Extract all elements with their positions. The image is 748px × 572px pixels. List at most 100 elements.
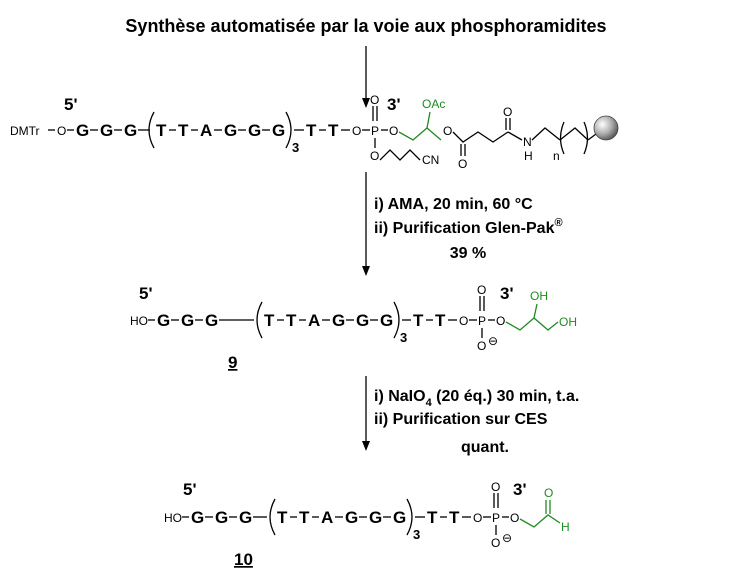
c10-nucleotide-T-3: T (427, 508, 438, 527)
compound-10: 5' 3' H O G G G T T A G G G 3 T T O P O (164, 480, 570, 550)
amide-h: H (524, 149, 533, 163)
arrow-2 (362, 172, 370, 276)
repeat-count-2: 3 (400, 330, 407, 345)
solid-support-bead (593, 115, 619, 141)
c10-phosphorus: P (492, 511, 500, 525)
step1-conditions-line1: i) AMA, 20 min, 60 °C (374, 196, 533, 213)
nucleotide-G-6: G (272, 121, 285, 140)
repeat-bracket-close-2 (393, 301, 400, 339)
nucleotide-G-4: G (224, 121, 237, 140)
linker-n-subscript: n (553, 149, 560, 163)
c10-aldehyde-o: O (544, 486, 553, 500)
amide-carbonyl-o: O (503, 105, 512, 119)
c10-nucleotide-G-2: G (215, 508, 228, 527)
c9-nucleotide-T-2: T (286, 311, 297, 330)
compound-10-label: 10 (234, 550, 253, 569)
oac-label: OAc (422, 97, 445, 111)
repeat-count-3: 3 (413, 527, 420, 542)
step2-conditions-line1: i) NaIO4 (20 éq.) 30 min, t.a. (374, 388, 579, 409)
c9-nucleotide-G-6: G (380, 311, 393, 330)
c9-nucleotide-A: A (308, 311, 320, 330)
step1-conditions-line2: ii) Purification Glen-Pak® (374, 217, 563, 237)
repeat-bracket-close-3 (406, 498, 413, 536)
c9-nucleotide-G-1: G (157, 311, 170, 330)
nucleotide-A: A (200, 121, 212, 140)
linker-bracket-open (559, 121, 565, 155)
compound-9: 5' 3' HO G G G T T A G G G 3 T T O P O (130, 283, 577, 353)
five-prime-label-1: 5' (64, 95, 78, 114)
c10-p-o-minus: O (491, 536, 500, 550)
c10-nucleotide-A: A (321, 508, 333, 527)
arrow-3 (362, 376, 370, 451)
c10-minus-charge: ⊖ (502, 531, 512, 545)
repeat-count-1: 3 (292, 140, 299, 155)
c10-nucleotide-G-1: G (191, 508, 204, 527)
registered-mark: ® (554, 217, 562, 229)
ho-5prime-2: HO (130, 314, 148, 328)
c9-minus-charge: ⊖ (488, 334, 498, 348)
three-prime-label-2: 3' (500, 284, 514, 303)
c10-nucleotide-T-4: T (449, 508, 460, 527)
nucleotide-T-4: T (328, 121, 339, 140)
o-ester: O (443, 124, 452, 138)
step2-yield: quant. (461, 439, 509, 456)
c9-nucleotide-T-4: T (435, 311, 446, 330)
nucleotide-G-3: G (124, 121, 137, 140)
c10-nucleotide-G-3: G (239, 508, 252, 527)
three-prime-label-1: 3' (387, 95, 401, 114)
o-5prime-1: O (57, 124, 66, 138)
nucleotide-G-1: G (76, 121, 89, 140)
nucleotide-T-1: T (156, 121, 167, 140)
c10-nucleotide-G-6: G (393, 508, 406, 527)
c9-o-glycerol: O (496, 314, 505, 328)
arrow-1 (362, 46, 370, 108)
c9-phosphorus: P (478, 314, 486, 328)
o-3prime-1: O (352, 124, 361, 138)
c10-p-oxo: O (491, 480, 500, 494)
three-prime-label-3: 3' (513, 480, 527, 499)
c10-nucleotide-T-2: T (299, 508, 310, 527)
compound-9-label: 9 (228, 353, 237, 372)
c9-o-3prime: O (459, 314, 468, 328)
c10-o-3prime: O (473, 511, 482, 525)
c9-nucleotide-G-3: G (205, 311, 218, 330)
step1-yield: 39 % (450, 245, 486, 262)
cyano-label: CN (422, 153, 439, 167)
nucleotide-G-5: G (248, 121, 261, 140)
repeat-bracket-open-3 (269, 498, 276, 536)
c10-nucleotide-G-4: G (345, 508, 358, 527)
c9-nucleotide-T-1: T (264, 311, 275, 330)
starting-material: 5' 3' DMTr O G G G T T A G G G 3 T T O P (10, 93, 619, 171)
c10-nucleotide-G-5: G (369, 508, 382, 527)
c9-nucleotide-T-3: T (413, 311, 424, 330)
nucleotide-T-2: T (178, 121, 189, 140)
ester-carbonyl-o: O (458, 157, 467, 171)
p-oxo-1: O (370, 93, 379, 107)
c9-nucleotide-G-5: G (356, 311, 369, 330)
repeat-bracket-open-2 (256, 301, 263, 339)
repeat-bracket-close-1 (285, 111, 292, 149)
c10-o-aldehyde-chain: O (510, 511, 519, 525)
repeat-bracket-open-1 (148, 111, 155, 149)
c9-p-o-minus: O (477, 339, 486, 353)
five-prime-label-2: 5' (139, 284, 153, 303)
c9-nucleotide-G-4: G (332, 311, 345, 330)
amide-n: N (523, 135, 532, 149)
five-prime-label-3: 5' (183, 480, 197, 499)
c9-oh-primary: OH (559, 315, 577, 329)
c9-oh-secondary: OH (530, 289, 548, 303)
phosphorus-1: P (371, 124, 379, 138)
c10-aldehyde-h: H (561, 520, 570, 534)
p-o-cyanoethyl: O (370, 149, 379, 163)
step2-conditions-line2: ii) Purification sur CES (374, 411, 548, 428)
c9-p-oxo: O (477, 283, 486, 297)
dmtr-label: DMTr (10, 124, 40, 138)
nucleotide-G-2: G (100, 121, 113, 140)
c9-nucleotide-G-2: G (181, 311, 194, 330)
scheme-title: Synthèse automatisée par la voie aux pho… (125, 16, 606, 36)
nucleotide-T-3: T (306, 121, 317, 140)
c10-nucleotide-T-1: T (277, 508, 288, 527)
linker-bracket-close (583, 121, 589, 155)
o-glycerol-1: O (389, 124, 398, 138)
